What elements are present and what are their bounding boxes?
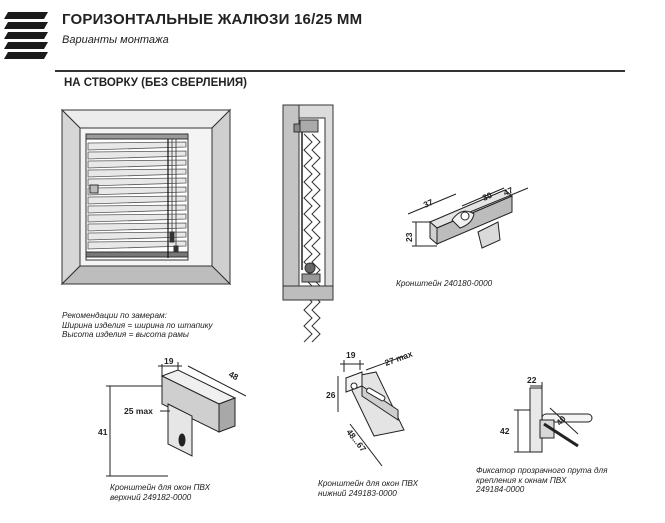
caption-bracket-249182: Кронштейн для окон ПВХ верхний 249182-00… bbox=[110, 483, 210, 502]
dim-upper-48: 48 bbox=[227, 369, 240, 382]
caption-line: Фиксатор прозрачного прута для bbox=[476, 466, 608, 475]
dim-upper-25max: 25 max bbox=[124, 406, 153, 416]
blind-slats bbox=[87, 141, 187, 250]
page-title: ГОРИЗОНТАЛЬНЫЕ ЖАЛЮЗИ 16/25 ММ bbox=[62, 11, 363, 28]
dim-bracket-240180-47: 47 bbox=[502, 185, 515, 198]
fixator-249184-drawing bbox=[514, 382, 593, 453]
header-divider bbox=[55, 70, 625, 72]
recommendations-line: Высота изделия = высота рамы bbox=[62, 330, 189, 340]
dim-upper-19: 19 bbox=[164, 356, 174, 366]
dim-fixator-42: 42 bbox=[500, 426, 510, 436]
dim-lower-27max: 27 max bbox=[383, 349, 414, 368]
caption-line: Кронштейн для окон ПВХ bbox=[318, 479, 419, 488]
bracket-240180-drawing bbox=[407, 187, 529, 249]
recommendations-block: Рекомендации по замерам: Ширина изделия … bbox=[62, 311, 213, 340]
caption-line: Кронштейн 240180-0000 bbox=[396, 279, 493, 288]
bracket-249182-drawing bbox=[106, 362, 247, 477]
caption-line: нижний 249183-0000 bbox=[318, 488, 397, 498]
page-subtitle: Варианты монтажа bbox=[62, 34, 169, 46]
dim-lower-48-67: 48...67 bbox=[344, 427, 368, 454]
dim-lower-19: 19 bbox=[346, 350, 356, 360]
dim-upper-41: 41 bbox=[98, 427, 108, 437]
recommendations-line: Ширина изделия = ширина по штапику bbox=[62, 320, 213, 330]
logo-icon bbox=[4, 12, 48, 59]
window-illustration bbox=[60, 108, 232, 286]
dim-fixator-22: 22 bbox=[527, 375, 537, 385]
dim-bracket-240180-30: 30 bbox=[481, 190, 494, 203]
caption-line: крепления к окнам ПВХ bbox=[476, 475, 567, 485]
dim-bracket-240180-37: 37 bbox=[422, 197, 435, 210]
caption-bracket-249183: Кронштейн для окон ПВХ нижний 249183-000… bbox=[318, 479, 418, 498]
caption-line: верхний 249182-0000 bbox=[110, 492, 192, 502]
caption-fixator-249184: Фиксатор прозрачного прута для крепления… bbox=[476, 466, 608, 495]
section-title: НА СТВОРКУ (БЕЗ СВЕРЛЕНИЯ) bbox=[64, 77, 247, 89]
bracket-249183-drawing bbox=[337, 355, 405, 467]
recommendations-heading: Рекомендации по замерам: bbox=[62, 311, 167, 320]
dim-bracket-240180-23: 23 bbox=[404, 232, 414, 242]
side-profile-illustration bbox=[282, 104, 334, 343]
caption-bracket-240180: Кронштейн 240180-0000 bbox=[396, 279, 492, 289]
caption-line: Кронштейн для окон ПВХ bbox=[110, 483, 211, 492]
caption-line: 249184-0000 bbox=[476, 485, 525, 495]
dim-lower-26: 26 bbox=[326, 390, 336, 400]
